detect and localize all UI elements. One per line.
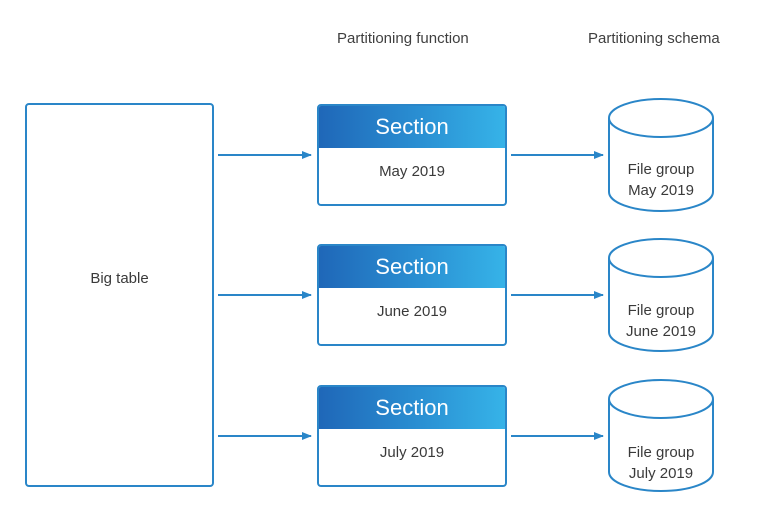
- file-group-cylinder-june: [608, 238, 714, 352]
- section-period: June 2019: [376, 303, 448, 320]
- file-group-line1: File group: [627, 302, 695, 319]
- file-group-line1: File group: [627, 161, 695, 178]
- section-title: Section: [319, 246, 505, 288]
- file-group-label-may: File group May 2019: [605, 159, 717, 201]
- file-group-label-july: File group July 2019: [605, 442, 717, 484]
- section-box-may: Section May 2019: [317, 104, 507, 206]
- section-period: May 2019: [379, 163, 445, 180]
- file-group-line1: File group: [627, 444, 695, 461]
- file-group-line2: July 2019: [628, 465, 694, 482]
- file-group-cylinder-may: [608, 98, 714, 212]
- file-group-cylinder-july: [608, 379, 714, 492]
- section-title: Section: [319, 106, 505, 148]
- section-box-june: Section June 2019: [317, 244, 507, 346]
- partitioning-schema-header: Partitioning schema: [588, 30, 720, 47]
- big-table-box: Big table: [25, 103, 214, 487]
- file-group-line2: May 2019: [628, 182, 694, 199]
- partitioning-function-header: Partitioning function: [337, 30, 469, 47]
- file-group-label-june: File group June 2019: [605, 300, 717, 342]
- section-box-july: Section July 2019: [317, 385, 507, 487]
- file-group-line2: June 2019: [625, 323, 697, 340]
- big-table-label: Big table: [90, 270, 149, 287]
- section-title: Section: [319, 387, 505, 429]
- section-period: July 2019: [379, 444, 445, 461]
